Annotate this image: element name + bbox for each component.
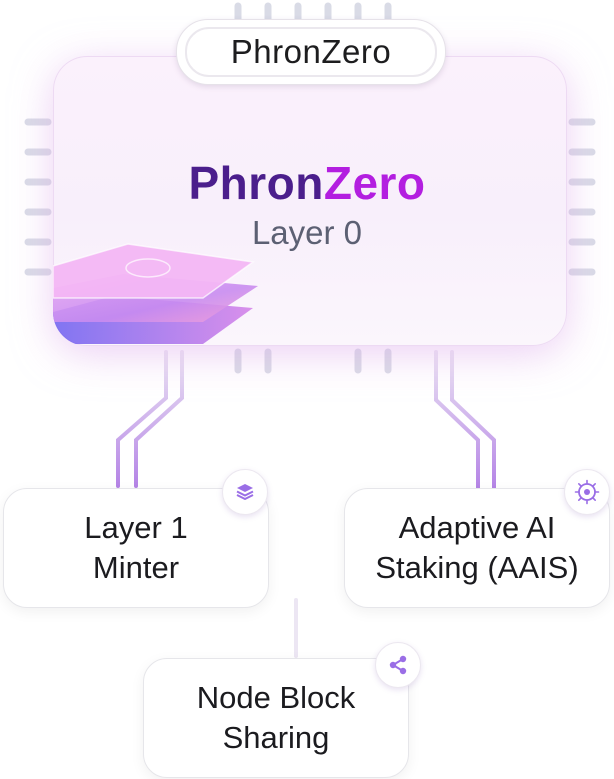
layer0-chip	[53, 56, 567, 346]
node-layer1-line1: Layer 1	[84, 510, 188, 545]
brand-label: PhronZero	[185, 27, 437, 77]
chip-subtitle: Layer 0	[251, 214, 363, 251]
bottom-pins	[234, 348, 392, 374]
node-aais-line2: Staking (AAIS)	[375, 550, 579, 585]
ai-chip-icon	[564, 469, 610, 515]
chip-title-part2: Zero	[323, 157, 426, 209]
chip-title-part1: Phron	[188, 157, 324, 209]
layers-icon	[222, 469, 268, 515]
chip-title: PhronZero	[0, 156, 614, 210]
node-nbs-line2: Sharing	[222, 720, 330, 755]
node-layer1-line2: Minter	[92, 550, 180, 585]
right-pins	[568, 118, 596, 276]
node-block-sharing: Node Block Sharing	[143, 658, 409, 778]
wire-nbs	[294, 350, 320, 658]
share-icon	[375, 642, 421, 688]
wire-aais	[434, 350, 496, 490]
node-nbs-line1: Node Block	[196, 680, 356, 715]
stacked-layers-graphic	[53, 243, 258, 344]
brand-pill: PhronZero	[176, 19, 446, 85]
node-layer1-minter: Layer 1 Minter	[3, 488, 269, 608]
node-adaptive-ai-staking: Adaptive AI Staking (AAIS)	[344, 488, 610, 608]
wire-layer1	[116, 350, 184, 488]
node-aais-line1: Adaptive AI	[398, 510, 556, 545]
left-pins	[24, 118, 52, 276]
